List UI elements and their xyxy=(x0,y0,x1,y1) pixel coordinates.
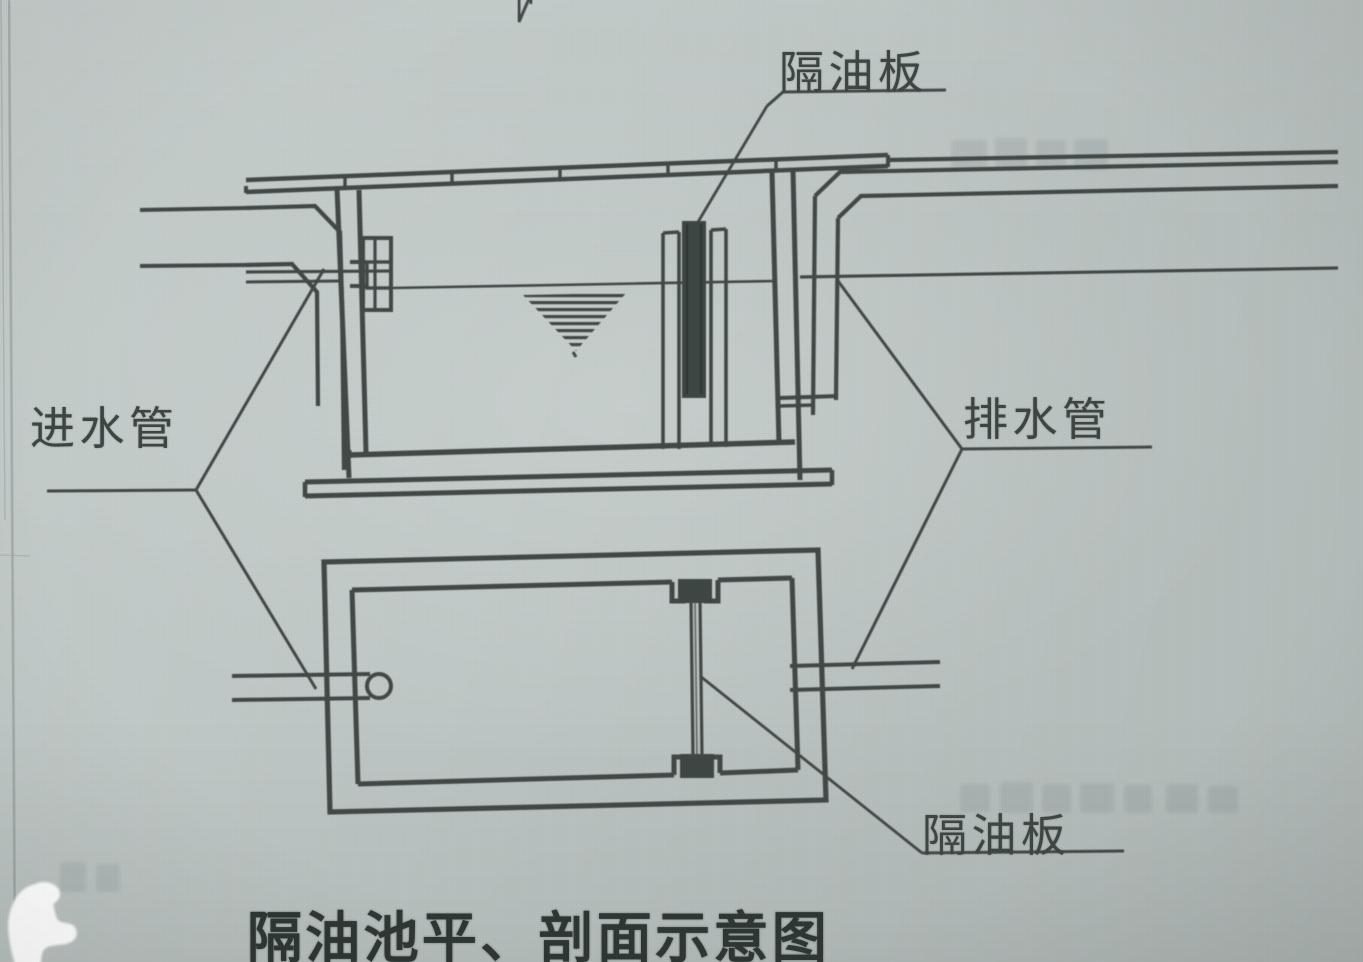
label-outlet-pipe: 排水管 xyxy=(963,393,1112,446)
water-level-line xyxy=(245,266,1339,290)
base-slab xyxy=(302,467,835,499)
outlet-pipe-elbow xyxy=(778,159,1339,416)
figure-caption: 隔油池平、剖面示意图 xyxy=(247,906,831,962)
clipped-arrowhead-top xyxy=(517,0,533,23)
inlet-pipe-plan xyxy=(231,672,393,702)
oil-separator-plate-plan xyxy=(669,579,723,778)
leader-plate-top xyxy=(696,88,947,223)
cover-line-right-extension xyxy=(887,149,1339,163)
label-oil-plate-top: 隔油板 xyxy=(779,46,928,99)
label-inlet-pipe: 进水管 xyxy=(30,402,179,455)
right-wall xyxy=(769,169,803,481)
plan-view xyxy=(231,547,1125,855)
outer-wall-rectangle xyxy=(321,547,829,815)
top-grating-cover xyxy=(244,152,890,195)
leader-plate-bottom xyxy=(699,674,1125,855)
bleed-through-ghost-text xyxy=(60,138,1238,892)
leader-inlet xyxy=(46,268,326,690)
page-margin-rule xyxy=(0,0,31,962)
section-view xyxy=(139,88,1339,499)
inlet-pipe-elbow xyxy=(139,203,347,471)
inner-chamber-rectangle xyxy=(349,575,801,787)
inlet-wall-fitting xyxy=(350,236,393,312)
label-oil-plate-bottom: 隔油板 xyxy=(922,809,1071,862)
outlet-pipe-plan xyxy=(789,660,941,692)
oil-separator-plate-section xyxy=(661,221,728,449)
leader-outlet xyxy=(836,280,1153,670)
grating-bars xyxy=(343,160,778,189)
tank-floor xyxy=(346,439,796,458)
oil-level-hatched-triangle xyxy=(523,293,626,358)
leader-lines xyxy=(46,268,1153,690)
